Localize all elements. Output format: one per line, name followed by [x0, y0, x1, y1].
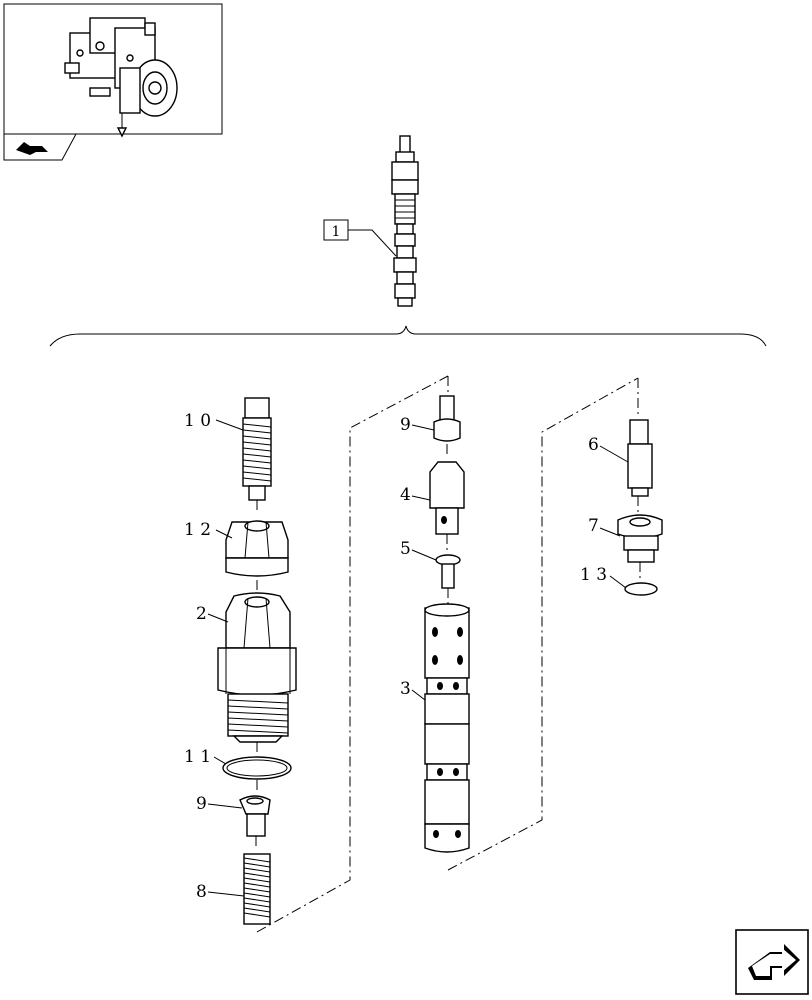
- callout-11: 1 1: [184, 747, 227, 767]
- callout-6: 6: [588, 435, 629, 463]
- callout-12: 1 2: [184, 520, 233, 540]
- part-12-hex-nut: [225, 520, 289, 592]
- callout-3-label: 3: [400, 679, 411, 699]
- callout-4: 4: [400, 485, 431, 505]
- part-7-seat: [617, 514, 663, 580]
- callout-10-label: 1 0: [184, 411, 211, 431]
- part-5-pin: [435, 554, 461, 604]
- part-13-o-ring: [624, 582, 658, 596]
- callout-7: 7: [588, 516, 621, 537]
- part-4-poppet: [429, 461, 465, 550]
- assembly-guide-lines: [256, 375, 639, 933]
- callout-8-label: 8: [196, 882, 207, 902]
- callout-11-label: 1 1: [184, 747, 211, 767]
- part-6-stem: [627, 419, 653, 512]
- part-9-plunger-center: [433, 395, 461, 456]
- callout-12-label: 1 2: [184, 520, 211, 540]
- callout-8: 8: [196, 882, 245, 902]
- callout-1-label: 1: [332, 224, 341, 240]
- part-8-spring: [243, 853, 271, 925]
- assembly-thumbnail: [3, 3, 223, 161]
- callout-5-label: 5: [400, 539, 411, 559]
- back-arrow-icon[interactable]: [16, 142, 48, 155]
- callout-2-label: 2: [196, 604, 207, 624]
- callout-5: 5: [400, 539, 437, 561]
- callout-9-center: 9: [400, 415, 435, 435]
- part-10-threaded-screw: [242, 397, 272, 512]
- callout-9-center-label: 9: [400, 415, 411, 435]
- part-3-sleeve: [424, 603, 470, 853]
- callout-13: 1 3: [580, 565, 627, 589]
- part-11-o-ring: [222, 756, 292, 792]
- callout-13-label: 1 3: [580, 565, 607, 585]
- callout-1: 1: [323, 219, 397, 257]
- next-page-arrow-icon[interactable]: [735, 929, 809, 995]
- part-9-plunger-left: [239, 795, 271, 850]
- callout-3: 3: [400, 679, 426, 701]
- callout-4-label: 4: [400, 485, 411, 505]
- callout-10: 1 0: [184, 411, 244, 431]
- callout-2: 2: [196, 604, 229, 624]
- callout-6-label: 6: [588, 435, 599, 455]
- part-2-valve-body: [217, 592, 297, 756]
- exploded-view-brace: [49, 325, 767, 347]
- callout-9-left: 9: [196, 794, 243, 814]
- assembled-valve-cartridge: [391, 135, 419, 307]
- callout-7-label: 7: [588, 516, 599, 536]
- callout-9-left-label: 9: [196, 794, 207, 814]
